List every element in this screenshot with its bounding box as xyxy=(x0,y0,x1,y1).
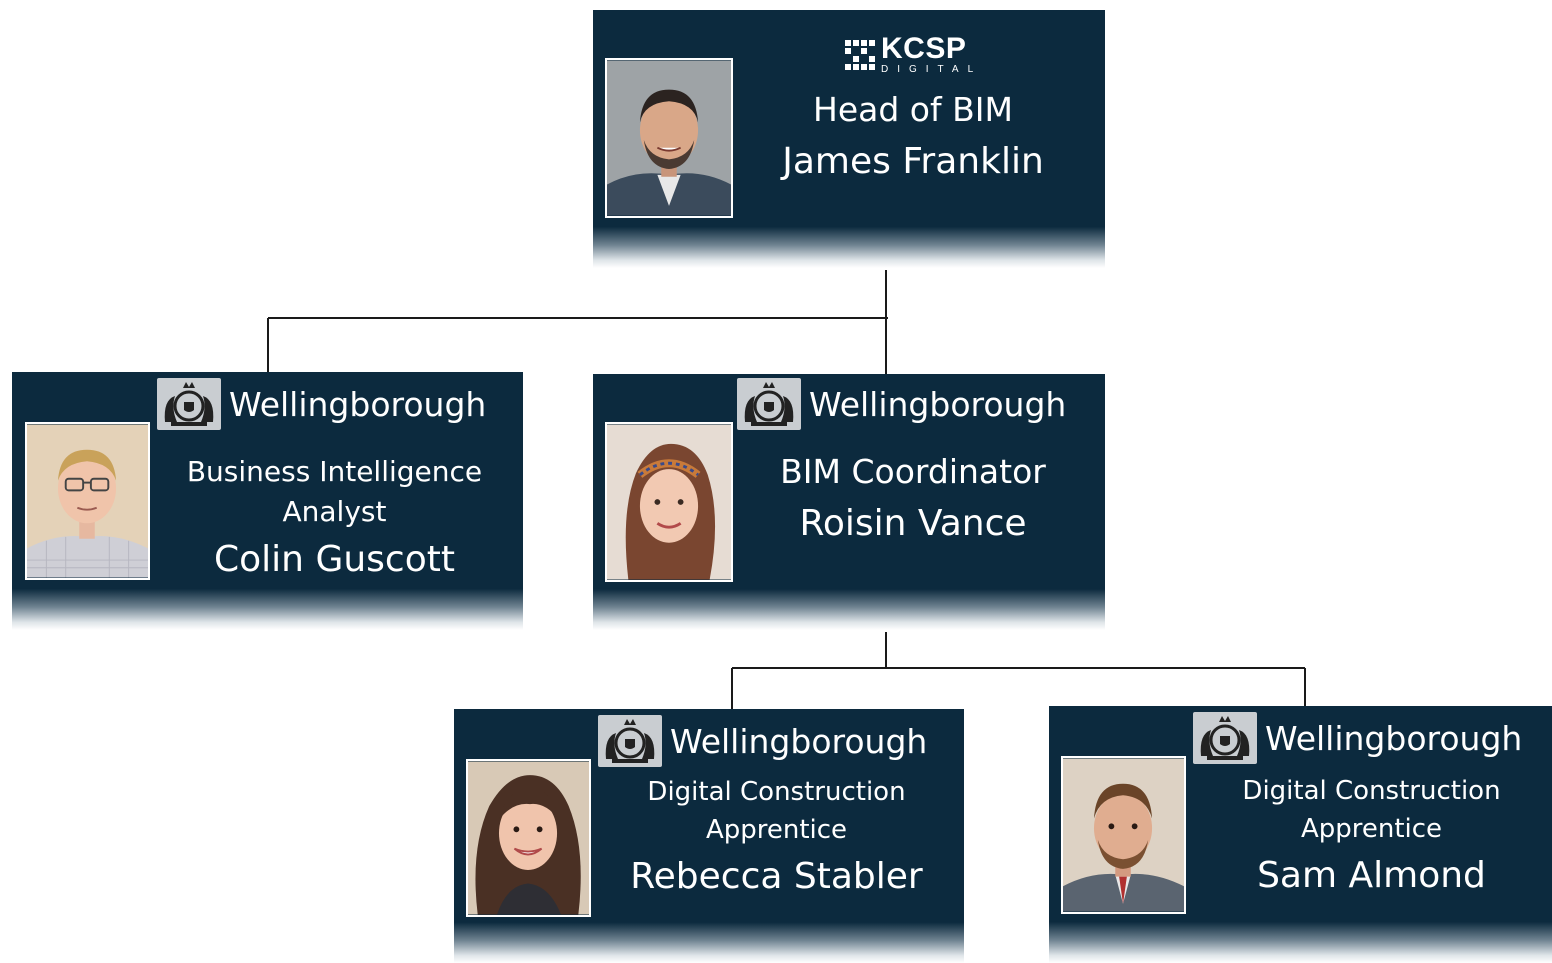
royal-crest-icon xyxy=(598,715,662,767)
kcsp-grid-icon xyxy=(845,39,875,70)
royal-crest-icon xyxy=(737,378,801,430)
head-text: Head of BIM James Franklin xyxy=(753,84,1073,188)
role-line-2: Apprentice xyxy=(1300,814,1443,844)
kcsp-logo-word: KCSP xyxy=(881,32,967,65)
head-of-bim-card[interactable]: KCSP DIGITAL Head of BIM James Franklin xyxy=(593,10,1105,268)
roisin-vance-photo xyxy=(605,422,733,582)
wellingborough-brand: Wellingborough xyxy=(598,715,927,767)
organisation-name: Wellingborough xyxy=(229,384,487,424)
member-name: Sam Almond xyxy=(1257,855,1486,896)
organisation-name: Wellingborough xyxy=(1265,718,1523,758)
apprentice-text: Digital Construction Apprentice Sam Almo… xyxy=(1199,772,1544,904)
analyst-text: Business Intelligence Analyst Colin Gusc… xyxy=(162,452,507,588)
kcsp-logo-subword: DIGITAL xyxy=(881,64,983,75)
role-line-1: Business Intelligence xyxy=(186,455,483,488)
wellingborough-brand: Wellingborough xyxy=(157,378,486,430)
apprentice-card-sam[interactable]: Wellingborough Digital Construction Appr… xyxy=(1049,706,1552,963)
bim-coordinator-card[interactable]: Wellingborough BIM Coordinator Roisin Va… xyxy=(593,374,1105,630)
apprentice-text: Digital Construction Apprentice Rebecca … xyxy=(604,773,949,905)
role-line-1: Digital Construction xyxy=(647,777,906,807)
role-line-2: Analyst xyxy=(282,495,387,528)
member-name: Roisin Vance xyxy=(799,503,1027,544)
role-line-1: BIM Coordinator xyxy=(780,452,1046,491)
wellingborough-brand: Wellingborough xyxy=(1193,712,1522,764)
coordinator-text: BIM Coordinator Roisin Vance xyxy=(753,446,1073,550)
business-intelligence-analyst-card[interactable]: Wellingborough Business Intelligence Ana… xyxy=(12,372,523,630)
head-role: Head of BIM xyxy=(813,90,1013,129)
head-name: James Franklin xyxy=(782,141,1044,182)
organisation-name: Wellingborough xyxy=(809,384,1067,424)
wellingborough-brand: Wellingborough xyxy=(737,378,1066,430)
colin-guscott-photo xyxy=(25,422,150,580)
sam-almond-photo xyxy=(1061,756,1186,914)
role-line-1: Digital Construction xyxy=(1242,776,1501,806)
apprentice-card-rebecca[interactable]: Wellingborough Digital Construction Appr… xyxy=(454,709,964,963)
member-name: Colin Guscott xyxy=(214,539,455,580)
james-franklin-photo xyxy=(605,58,733,218)
royal-crest-icon xyxy=(157,378,221,430)
role-line-2: Apprentice xyxy=(705,815,848,845)
member-name: Rebecca Stabler xyxy=(630,856,923,897)
kcsp-digital-logo: KCSP DIGITAL xyxy=(845,34,982,75)
rebecca-stabler-photo xyxy=(466,759,591,917)
organisation-name: Wellingborough xyxy=(670,721,928,761)
royal-crest-icon xyxy=(1193,712,1257,764)
